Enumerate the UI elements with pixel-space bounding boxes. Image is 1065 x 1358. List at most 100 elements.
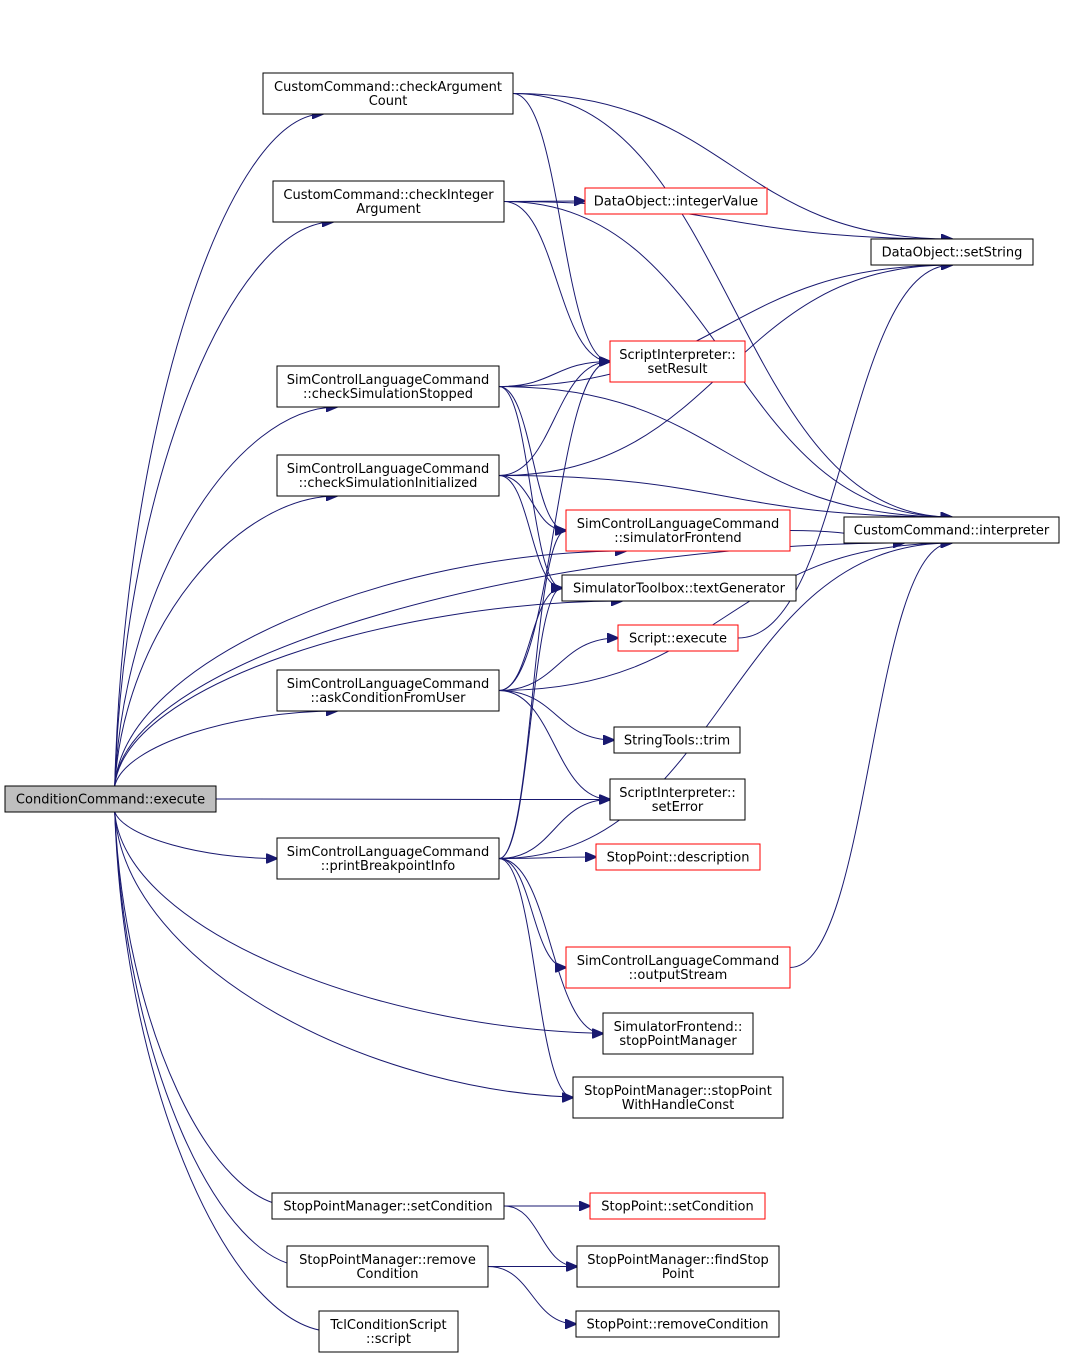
- node-label: ::simulatorFrontend: [614, 531, 741, 546]
- node-sclc_outStream[interactable]: SimControlLanguageCommand::outputStream: [565, 946, 791, 989]
- edge-root-to-sf_spManager: [114, 811, 618, 1034]
- node-box: [584, 187, 768, 215]
- node-label: CustomCommand::interpreter: [854, 524, 1050, 539]
- edge-root-to-spm_removeCond: [114, 811, 307, 1267]
- edge-sclc_askCond-to-strtools_trim: [498, 690, 614, 741]
- edge-sclc_printBp-to-spm_withHandle: [498, 858, 573, 1098]
- node-spm_removeCond[interactable]: StopPointManager::removeCondition: [286, 1245, 489, 1288]
- node-sp_description[interactable]: StopPoint::description: [595, 843, 761, 871]
- edge-root-to-sclc_checkInit: [114, 496, 337, 787]
- node-label: ::checkSimulationInitialized: [299, 476, 478, 491]
- node-box: [262, 72, 514, 115]
- node-label: Script::execute: [629, 632, 727, 647]
- node-box: [276, 365, 500, 408]
- node-strtools_trim[interactable]: StringTools::trim: [613, 726, 741, 754]
- edge-sclc_printBp-to-cc_interpreter: [498, 543, 952, 859]
- node-label: ::script: [366, 1332, 411, 1347]
- node-spm_setCond[interactable]: StopPointManager::setCondition: [271, 1192, 505, 1220]
- node-sp_removeCond[interactable]: StopPoint::removeCondition: [575, 1310, 780, 1338]
- node-sclc_checkStopped[interactable]: SimControlLanguageCommand::checkSimulati…: [276, 365, 500, 408]
- node-label: CustomCommand::checkInteger: [283, 188, 494, 203]
- node-cc_interpreter[interactable]: CustomCommand::interpreter: [843, 516, 1060, 544]
- node-box: [271, 1192, 505, 1220]
- node-label: DataObject::setString: [882, 246, 1023, 261]
- node-root[interactable]: ConditionCommand::execute: [4, 785, 217, 813]
- edge-root-to-sclc_askCond: [114, 711, 337, 787]
- node-label: DataObject::integerValue: [594, 195, 758, 210]
- node-st_textGen[interactable]: SimulatorToolbox::textGenerator: [561, 574, 797, 602]
- edge-sclc_askCond-to-cc_interpreter: [498, 543, 952, 691]
- node-script_execute[interactable]: Script::execute: [617, 624, 739, 652]
- node-label: SimControlLanguageCommand: [577, 517, 780, 532]
- edge-sclc_askCond-to-si_setResult: [498, 362, 610, 691]
- edge-spm_removeCond-to-sp_removeCond: [487, 1266, 576, 1325]
- node-label: Argument: [356, 202, 421, 217]
- node-label: SimControlLanguageCommand: [287, 845, 490, 860]
- edge-root-to-sclc_checkStopped: [114, 407, 337, 787]
- node-sclc_checkInit[interactable]: SimControlLanguageCommand::checkSimulati…: [276, 454, 500, 497]
- edge-sclc_printBp-to-sclc_simFrontend: [498, 531, 566, 859]
- node-label: StringTools::trim: [624, 734, 730, 749]
- node-label: StopPoint::description: [607, 851, 750, 866]
- node-do_intVal[interactable]: DataObject::integerValue: [584, 187, 768, 215]
- node-box: [595, 843, 761, 871]
- node-label: StopPointManager::setCondition: [283, 1200, 492, 1215]
- node-label: SimulatorFrontend::: [614, 1020, 743, 1035]
- node-tcl_script[interactable]: TclConditionScript::script: [318, 1310, 459, 1353]
- node-box: [843, 516, 1060, 544]
- node-do_setString[interactable]: DataObject::setString: [870, 238, 1034, 266]
- edge-sclc_checkStopped-to-st_textGen: [498, 386, 562, 589]
- edge-sclc_checkStopped-to-sclc_simFrontend: [498, 386, 566, 531]
- edge-sclc_checkStopped-to-cc_interpreter: [498, 386, 952, 518]
- node-label: WithHandleConst: [622, 1098, 735, 1113]
- node-box: [602, 1012, 754, 1055]
- node-label: SimulatorToolbox::textGenerator: [573, 582, 786, 597]
- edge-spm_setCond-to-spm_findStop: [503, 1205, 577, 1267]
- edge-sclc_askCond-to-script_execute: [498, 638, 618, 691]
- node-box: [617, 624, 739, 652]
- edge-sclc_checkInit-to-cc_interpreter: [498, 475, 952, 518]
- edge-cc_checkArg-to-do_setString: [512, 93, 952, 240]
- edge-sclc_checkInit-to-st_textGen: [498, 475, 562, 589]
- node-box: [609, 340, 746, 383]
- edge-root-to-sclc_printBp: [114, 811, 277, 859]
- node-box: [565, 946, 791, 989]
- node-label: SimControlLanguageCommand: [287, 462, 490, 477]
- edge-sclc_checkInit-to-sclc_simFrontend: [498, 475, 566, 531]
- edge-root-to-tcl_script: [114, 811, 333, 1332]
- node-box: [575, 1310, 780, 1338]
- edge-cc_checkArg-to-cc_interpreter: [512, 93, 952, 518]
- node-label: StopPointManager::findStop: [587, 1253, 769, 1268]
- node-label: ::outputStream: [629, 968, 728, 983]
- node-si_setError[interactable]: ScriptInterpreter::setError: [609, 778, 746, 821]
- node-sclc_simFrontend[interactable]: SimControlLanguageCommand::simulatorFron…: [565, 509, 791, 552]
- node-box: [572, 1076, 784, 1119]
- edge-root-to-sclc_simFrontend: [114, 551, 626, 787]
- node-box: [609, 778, 746, 821]
- node-sf_spManager[interactable]: SimulatorFrontend::stopPointManager: [602, 1012, 754, 1055]
- node-box: [870, 238, 1034, 266]
- edge-cc_checkInt-to-si_setResult: [503, 201, 610, 362]
- node-si_setResult[interactable]: ScriptInterpreter::setResult: [609, 340, 746, 383]
- node-label: setError: [652, 800, 704, 815]
- node-label: Count: [369, 94, 408, 109]
- node-sp_setCond[interactable]: StopPoint::setCondition: [589, 1192, 766, 1220]
- node-label: Point: [662, 1267, 694, 1282]
- node-box: [589, 1192, 766, 1220]
- edge-sclc_printBp-to-sclc_outStream: [498, 858, 566, 968]
- node-label: StopPoint::setCondition: [601, 1200, 754, 1215]
- edge-root-to-si_setError: [215, 799, 610, 800]
- edge-sclc_printBp-to-st_textGen: [498, 588, 562, 859]
- node-label: SimControlLanguageCommand: [287, 677, 490, 692]
- node-spm_withHandle[interactable]: StopPointManager::stopPointWithHandleCon…: [572, 1076, 784, 1119]
- node-box: [276, 837, 500, 880]
- node-sclc_printBp[interactable]: SimControlLanguageCommand::printBreakpoi…: [276, 837, 500, 880]
- edge-root-to-cc_checkArg: [114, 114, 323, 787]
- edge-sclc_checkInit-to-si_setResult: [498, 362, 610, 476]
- node-sclc_askCond[interactable]: SimControlLanguageCommand::askConditionF…: [276, 669, 500, 712]
- node-box: [613, 726, 741, 754]
- node-box: [276, 454, 500, 497]
